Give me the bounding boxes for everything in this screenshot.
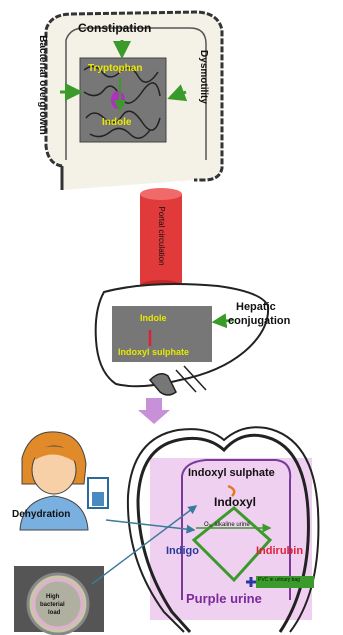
- label-reaction-conditions: O₂, alkaline urine: [204, 522, 250, 528]
- label-tryptophan: Tryptophan: [88, 64, 142, 74]
- label-indirubin: Indirubin: [256, 546, 303, 557]
- label-indole-liver: Indole: [140, 314, 167, 323]
- label-constipation: Constipation: [78, 22, 151, 34]
- label-indigo: Indigo: [166, 546, 199, 557]
- label-high-bacterial-line3: load: [48, 610, 60, 616]
- label-high-bacterial-line1: High: [46, 594, 59, 600]
- label-indoxyl-sulphate-kidney: Indoxyl sulphate: [188, 468, 275, 479]
- label-dehydration: Dehydration: [12, 510, 70, 520]
- label-bacterial-overgrowth: Bacterial overgrowth: [37, 35, 47, 135]
- label-dysmotility: Dysmotility: [198, 42, 208, 112]
- tryptophan-blob: [111, 91, 125, 109]
- label-pvc-bag: PVC in urinary bag: [258, 578, 300, 583]
- label-portal-circulation: Portal circulation: [157, 205, 165, 267]
- label-hepatic-conjugation-line2: conjugation: [228, 316, 290, 327]
- label-hepatic-conjugation-line1: Hepatic: [236, 302, 276, 313]
- down-arrow: [138, 398, 170, 424]
- label-indoxyl: Indoxyl: [214, 496, 256, 508]
- label-indole-colon: Indole: [102, 118, 131, 128]
- label-purple-urine: Purple urine: [186, 592, 262, 605]
- colon-illustration: [46, 12, 222, 190]
- label-indoxyl-sulphate-liver: Indoxyl sulphate: [118, 348, 189, 357]
- label-high-bacterial-line2: bacterial: [40, 602, 65, 608]
